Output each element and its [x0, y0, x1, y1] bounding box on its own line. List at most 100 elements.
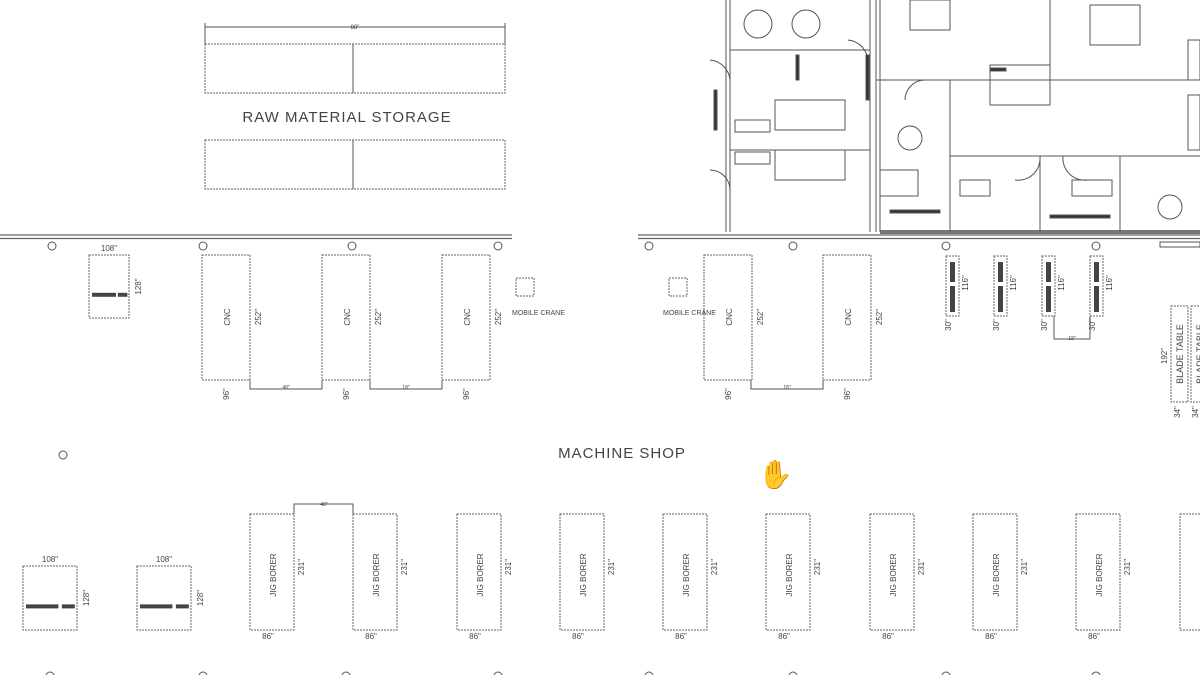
jig-borer-label: JIG BORER [269, 553, 278, 596]
cnc-width: 96" [843, 388, 852, 400]
rack-length: 116" [1057, 275, 1066, 291]
rack-fill [1094, 262, 1099, 282]
dimension-line [249, 380, 323, 390]
vise-mark [61, 604, 75, 609]
blade-table-label: BLADE TABLE [1195, 324, 1200, 384]
cnc-outline [703, 254, 753, 381]
hand-cursor-icon: ✋ [758, 459, 793, 490]
jig-borer-outline [1179, 513, 1200, 631]
column-marker [941, 241, 951, 251]
jig-borer-width: 86" [675, 632, 687, 641]
bench-length: 128" [82, 590, 91, 606]
column-marker [788, 241, 798, 251]
bench-length: 128" [196, 590, 205, 606]
vise-mark [92, 292, 116, 297]
jig-borer-width: 86" [985, 632, 997, 641]
blade-table-outline [1170, 305, 1189, 403]
column-marker [198, 241, 208, 251]
rack-length: 116" [961, 275, 970, 291]
jig-borer-width: 86" [778, 632, 790, 641]
jig-borer-label: JIG BORER [889, 553, 898, 596]
column-marker [788, 671, 798, 675]
cnc-label: CNC [223, 308, 232, 326]
cnc-label: CNC [463, 308, 472, 326]
jig-borer-label: JIG BORER [992, 553, 1001, 596]
cnc-label: CNC [343, 308, 352, 326]
rack-width: 30" [1040, 319, 1049, 331]
rack-length: 116" [1009, 275, 1018, 291]
rack-fill [1046, 262, 1051, 282]
vise-mark [175, 604, 189, 609]
jig-borer-width: 86" [365, 632, 377, 641]
jig-borer-label: JIG BORER [476, 553, 485, 596]
mobile-crane-2-label: MOBILE CRANE [663, 310, 716, 317]
dimension-line [369, 380, 443, 390]
jig-borer-outline [559, 513, 605, 631]
jig-borer-label: JIG BORER [785, 553, 794, 596]
rack-length: 116" [1105, 275, 1114, 291]
rack-fill [1046, 286, 1051, 312]
jig-borer-width: 86" [882, 632, 894, 641]
cnc-machine [822, 254, 872, 381]
column-marker [347, 241, 357, 251]
cnc-length: 252" [875, 309, 884, 325]
jig-borer-label: JIG BORER [372, 553, 381, 596]
bench-width: 108" [42, 555, 58, 564]
rack-fill [950, 262, 955, 282]
mobile-crane-1-label: MOBILE CRANE [512, 310, 565, 317]
column-marker [1091, 241, 1101, 251]
jig-borer-length: 231" [813, 559, 822, 575]
jig-borer-label: JIG BORER [1095, 553, 1104, 596]
jig-gap: 48" [320, 502, 328, 508]
blade-table-length: 192" [1160, 348, 1169, 364]
jig-borer-width: 86" [572, 632, 584, 641]
cnc-length: 252" [374, 309, 383, 325]
jig-borer-outline [765, 513, 811, 631]
dimension-line [750, 380, 824, 390]
column-marker [47, 241, 57, 251]
vise-mark [26, 604, 59, 609]
cnc-machine [201, 254, 251, 381]
cnc-outline [822, 254, 872, 381]
office-area [709, 0, 1200, 232]
cnc-length: 252" [494, 309, 503, 325]
cnc-gap: 18" [402, 385, 410, 391]
raw-material-storage: 88" RAW MATERIAL STORAGE [204, 23, 506, 190]
cnc-outline [321, 254, 371, 381]
storage-dimension: 88" [351, 25, 360, 31]
rack-gap: 18" [1068, 336, 1076, 342]
dimension-line [293, 503, 354, 514]
jig-borer-width: 86" [262, 632, 274, 641]
jig-borer-outline [972, 513, 1018, 631]
rack-fill [998, 262, 1003, 282]
cnc-width: 96" [724, 388, 733, 400]
column-marker [58, 450, 68, 460]
jig-borer-width: 86" [469, 632, 481, 641]
mobile-crane-1 [515, 277, 535, 297]
dimension-line [1053, 316, 1091, 340]
cnc-length: 252" [756, 309, 765, 325]
blade-table-width: 34" [1191, 406, 1200, 418]
jig-borer-length: 231" [1123, 559, 1132, 575]
cnc-gap: 48" [282, 385, 290, 391]
cnc-label: CNC [844, 308, 853, 326]
column-marker [644, 241, 654, 251]
jig-borer-outline [249, 513, 295, 631]
cnc-width: 96" [342, 388, 351, 400]
workbench-outline [88, 254, 130, 319]
cnc-machine [441, 254, 491, 381]
cnc-label: CNC [725, 308, 734, 326]
jig-borer-width: 86" [1088, 632, 1100, 641]
rack-outline [993, 255, 1008, 317]
bench-width: 108" [156, 555, 172, 564]
jig-borer-length: 231" [1020, 559, 1029, 575]
rack-fill [1094, 286, 1099, 312]
jig-borer-length: 231" [400, 559, 409, 575]
bench-length: 128" [134, 278, 143, 294]
vise-mark [117, 292, 128, 297]
column-marker [644, 671, 654, 675]
workbench-outline [22, 565, 78, 631]
rack-outline [1041, 255, 1056, 317]
cnc-outline [201, 254, 251, 381]
